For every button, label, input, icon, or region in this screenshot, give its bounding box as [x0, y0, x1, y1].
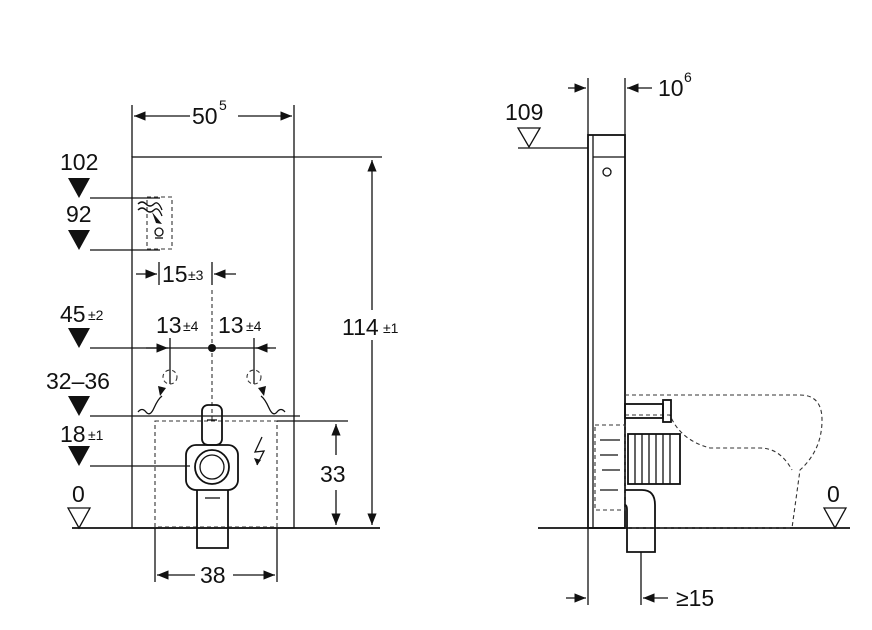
toilet-bowl-outline [625, 394, 823, 529]
toilet-bowl-inner [625, 414, 793, 471]
drain-inner-ring [199, 454, 225, 480]
level-32-36-marker-icon [68, 396, 90, 416]
centre-point [208, 344, 216, 352]
front-level-0-marker-icon [66, 507, 92, 530]
level-45-marker-icon [68, 328, 90, 348]
drain-connector [627, 433, 681, 485]
water-supply-zone [146, 196, 173, 250]
water-supply-wave-icon-2 [137, 207, 163, 217]
left-supply-wave-icon [137, 395, 163, 415]
spacing-left-value: 13 [156, 312, 182, 338]
dim-33-value: 33 [320, 461, 346, 487]
right-connection-icon [246, 369, 262, 385]
drain-elbow [185, 444, 239, 491]
width-superscript: 5 [219, 97, 227, 113]
offset-tolerance: ±3 [188, 267, 204, 283]
level-109-label: 109 [505, 99, 543, 125]
drain-outer-ring [194, 449, 230, 485]
level-45-label: 45 [60, 301, 86, 327]
level-109-marker-icon [516, 127, 542, 149]
water-supply-arrow-icon [152, 212, 162, 224]
electrical-icon [253, 436, 266, 466]
front-view: 50 5 114 ±1 102 92 15 ±3 45 ±2 [46, 97, 399, 588]
side-level-0-marker-icon [822, 507, 848, 530]
level-92-label: 92 [66, 201, 92, 227]
level-18-label: 18 [60, 421, 86, 447]
level-45-tolerance: ±2 [88, 307, 104, 323]
drain-bend [624, 489, 656, 553]
spacing-right-tolerance: ±4 [246, 318, 262, 334]
left-connection-icon [162, 369, 178, 385]
installation-zone [154, 420, 278, 528]
inner-fittings-zone [594, 424, 626, 511]
height-value: 114 [342, 314, 379, 340]
valve-icon [154, 227, 164, 237]
electrical-arrow-icon [254, 458, 261, 465]
level-18-marker-icon [68, 446, 90, 466]
inner-fittings-detail [600, 439, 620, 491]
flush-pipe [624, 403, 664, 419]
drain-outlet-pipe [196, 490, 229, 549]
level-18-tolerance: ±1 [88, 427, 104, 443]
flush-pipe-connector [662, 399, 672, 423]
level-102-label: 102 [60, 149, 98, 175]
flush-button-icon [602, 167, 612, 177]
min15-value: ≥15 [676, 585, 714, 611]
right-supply-arrow-icon [258, 386, 266, 396]
left-supply-arrow-icon [158, 386, 166, 396]
dim-38-value: 38 [200, 562, 226, 588]
depth-superscript: 6 [684, 69, 692, 85]
side-level-0-label: 0 [827, 481, 840, 507]
front-panel-outline [131, 156, 295, 529]
right-supply-wave-icon [260, 395, 286, 415]
offset-value: 15 [162, 261, 188, 287]
front-level-0-label: 0 [72, 481, 85, 507]
width-value: 50 [192, 103, 218, 129]
water-supply-wave-icon [137, 201, 163, 211]
level-32-36-label: 32–36 [46, 368, 110, 394]
depth-value: 10 [658, 75, 684, 101]
level-102-marker-icon [68, 178, 90, 198]
height-tolerance: ±1 [383, 320, 399, 336]
level-92-marker-icon [68, 230, 90, 250]
spacing-left-tolerance: ±4 [183, 318, 199, 334]
drain-connector-ribs [634, 434, 671, 484]
spacing-right-value: 13 [218, 312, 244, 338]
side-view: 10 6 109 0 ≥15 [505, 69, 850, 611]
side-panel-outline [587, 134, 626, 529]
